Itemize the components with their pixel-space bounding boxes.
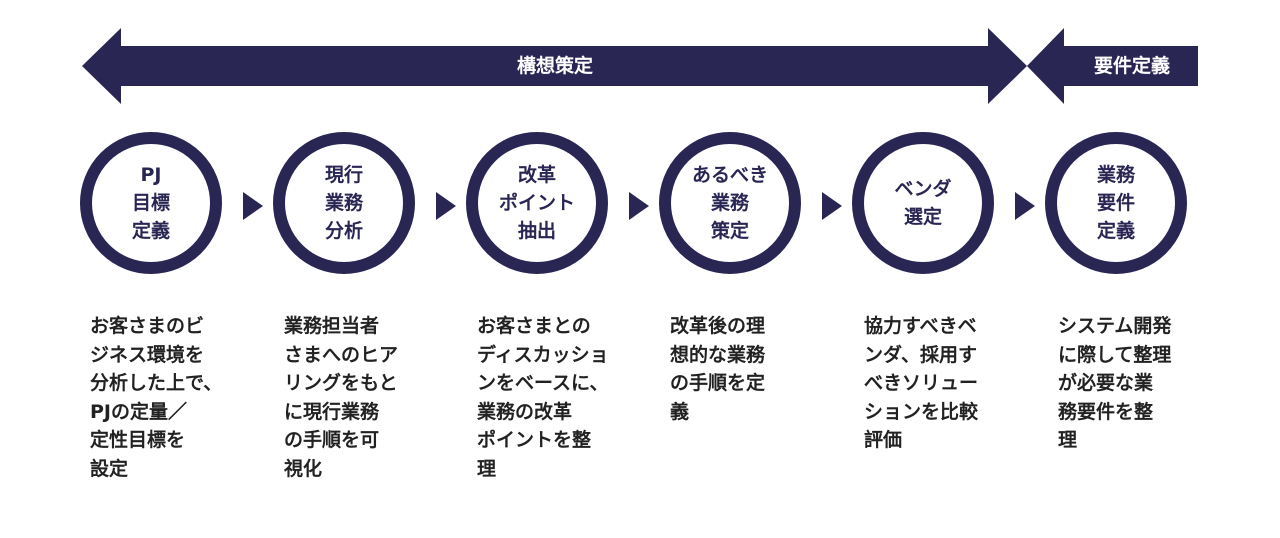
step-circle: 業務 要件 定義 [1045, 132, 1187, 274]
step-circle: あるべき 業務 策定 [659, 132, 801, 274]
step-description: システム開発 に際して整理 が必要な業 務要件を整 理 [1058, 315, 1172, 451]
step-circle: 改革 ポイント 抽出 [466, 132, 608, 274]
step-circle: PJ 目標 定義 [80, 132, 222, 274]
step-arrow-icon [436, 192, 456, 220]
step-title: 業務 要件 定義 [1096, 164, 1135, 242]
step-description: 協力すべきベ ンダ、採用す べきソリュー ションを比較 評価 [864, 315, 979, 451]
step-arrow-icon [243, 192, 263, 220]
step-circle: 現行 業務 分析 [273, 132, 415, 274]
step-description: 業務担当者 さまへのヒア リングをもと に現行業務 の手順を可 視化 [284, 315, 399, 480]
step-title: あるべき 業務 策定 [691, 164, 768, 242]
step-title: 現行 業務 分析 [324, 164, 363, 242]
concept-phase-arrow [82, 28, 1027, 104]
step-title: 改革 ポイント 抽出 [498, 164, 575, 242]
step-arrow-icon [1015, 192, 1035, 220]
step-description: お客さまのビ ジネス環境を 分析した上で、 PJの定量／ 定性目標を 設定 [90, 315, 223, 480]
step-arrow-icon [629, 192, 649, 220]
step-description: 改革後の理 想的な業務 の手順を定 義 [670, 315, 766, 423]
step-description: お客さまとの ディスカッショ ンをベースに、 業務の改革 ポイントを整 理 [477, 315, 609, 480]
step-title: ベンダ 選定 [894, 178, 952, 228]
step-title: PJ 目標 定義 [131, 164, 170, 242]
step-arrow-icon [822, 192, 842, 220]
phase-arrows [82, 28, 1198, 104]
step-circle: ベンダ 選定 [852, 132, 994, 274]
requirements-phase-label: 要件定義 [1093, 55, 1170, 77]
concept-phase-label: 構想策定 [516, 55, 593, 77]
requirements-phase-arrow [1027, 28, 1198, 104]
